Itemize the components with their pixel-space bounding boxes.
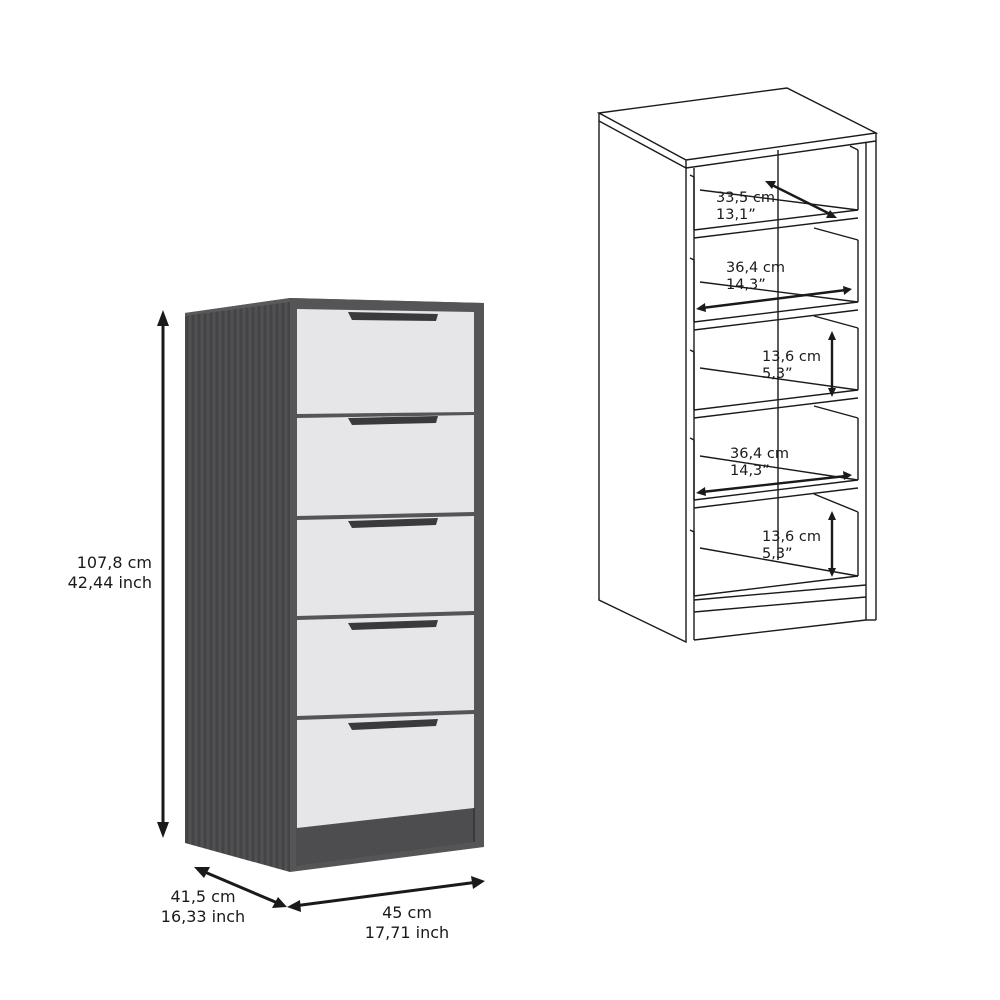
width-cm: 45 cm: [382, 903, 432, 922]
cabinet-top: [596, 87, 879, 161]
dresser-plinth: [296, 808, 474, 866]
handle-icon: [348, 416, 438, 425]
drawer-3-height-arrow: [828, 331, 836, 397]
height-label: 107,8 cm 42,44 inch: [40, 553, 152, 593]
drawer-4-cm: 36,4 cm: [730, 446, 789, 462]
dresser-side-panel: [185, 298, 290, 872]
depth-inch: 16,33 inch: [160, 907, 246, 926]
depth-cm: 41,5 cm: [170, 887, 236, 906]
drawer-3-cm: 13,6 cm: [762, 349, 821, 365]
drawer-fronts: [297, 309, 474, 828]
drawer-4-label: 36,4 cm 14,3”: [730, 446, 789, 480]
depth-dimension-arrow: [194, 867, 287, 908]
drawer-2-cm: 36,4 cm: [726, 260, 785, 276]
drawer-1-label: 33,5 cm 13,1”: [716, 190, 775, 224]
drawer-5-inch: 5,3”: [762, 546, 793, 562]
handle-icon: [348, 518, 438, 528]
drawer-2-inch: 14,3”: [726, 277, 766, 293]
drawer-front-1: [297, 309, 474, 414]
height-inch: 42,44 inch: [67, 573, 152, 592]
height-cm: 107,8 cm: [76, 553, 152, 572]
drawer-4-width-arrow: [696, 471, 852, 496]
drawer-box-4: [689, 405, 859, 509]
drawer-4-inch: 14,3”: [730, 463, 770, 479]
drawer-front-4: [297, 615, 474, 716]
drawer-5-label: 13,6 cm 5,3”: [762, 529, 821, 563]
drawer-front-5: [297, 714, 474, 828]
height-dimension-arrow: [157, 310, 169, 838]
drawer-2-label: 36,4 cm 14,3”: [726, 260, 785, 294]
width-label: 45 cm 17,71 inch: [352, 903, 462, 943]
drawer-5-height-arrow: [828, 511, 836, 577]
width-dimension-arrow: [287, 876, 485, 912]
drawer-front-2: [297, 415, 474, 516]
drawer-box-5: [689, 493, 859, 597]
drawer-1-inch: 13,1”: [716, 207, 756, 223]
depth-label: 41,5 cm 16,33 inch: [148, 887, 258, 927]
handle-icon: [348, 719, 438, 730]
drawer-5-cm: 13,6 cm: [762, 529, 821, 545]
drawer-2-width-arrow: [696, 286, 852, 312]
width-inch: 17,71 inch: [364, 923, 450, 942]
drawer-1-depth-arrow: [765, 181, 837, 218]
drawer-handles: [348, 312, 438, 730]
drawer-box-2: [689, 227, 859, 331]
cabinet-side: [598, 121, 687, 644]
handle-icon: [348, 620, 438, 630]
drawer-3-inch: 5,3”: [762, 366, 793, 382]
drawer-3-label: 13,6 cm 5,3”: [762, 349, 821, 383]
handle-icon: [348, 312, 438, 321]
drawer-front-3: [297, 516, 474, 616]
drawer-1-cm: 33,5 cm: [716, 190, 775, 206]
